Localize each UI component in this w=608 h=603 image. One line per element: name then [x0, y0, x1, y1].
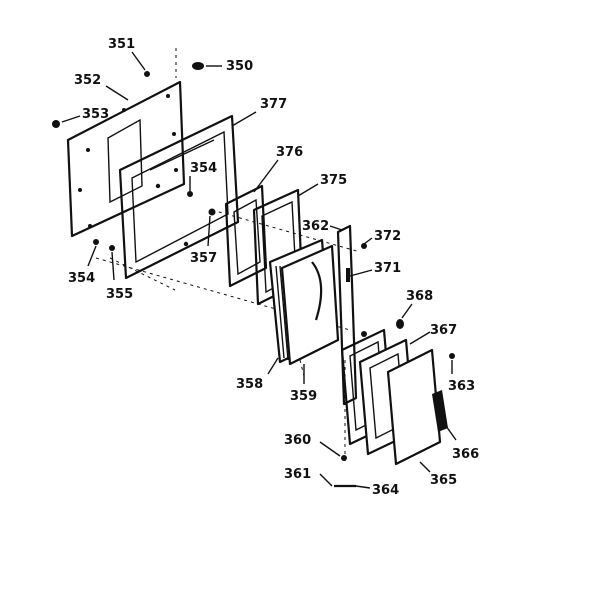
label-376: 376	[276, 145, 303, 160]
label-359: 359	[290, 389, 317, 404]
label-350: 350	[226, 59, 253, 74]
part-358-359-housing	[268, 238, 340, 366]
label-354-lower: 354	[68, 271, 95, 286]
label-351: 351	[108, 37, 135, 52]
part-377-frame	[118, 114, 240, 280]
label-353: 353	[82, 107, 109, 122]
label-365: 365	[430, 473, 457, 488]
hardware	[52, 62, 455, 488]
part-labels: 351 350 352 353 377 376 375 354 357 354 …	[68, 37, 479, 498]
label-360: 360	[284, 433, 311, 448]
label-368: 368	[406, 289, 433, 304]
part-365-front-panel	[386, 348, 442, 466]
label-371: 371	[374, 261, 401, 276]
label-354-upper: 354	[190, 161, 217, 176]
label-363: 363	[448, 379, 475, 394]
label-375: 375	[320, 173, 347, 188]
label-358: 358	[236, 377, 263, 392]
label-364: 364	[372, 483, 399, 498]
label-352: 352	[74, 73, 101, 88]
label-367: 367	[430, 323, 457, 338]
label-361: 361	[284, 467, 311, 482]
label-372: 372	[374, 229, 401, 244]
part-376-glass	[224, 184, 268, 288]
leader-lines	[61, 51, 457, 489]
label-366: 366	[452, 447, 479, 462]
label-362: 362	[302, 219, 329, 234]
label-377: 377	[260, 97, 287, 112]
part-352-back-panel	[66, 80, 186, 238]
label-355: 355	[106, 287, 133, 302]
part-362-trim-strip	[336, 224, 358, 406]
part-366-handle	[432, 390, 448, 432]
label-357: 357	[190, 251, 217, 266]
